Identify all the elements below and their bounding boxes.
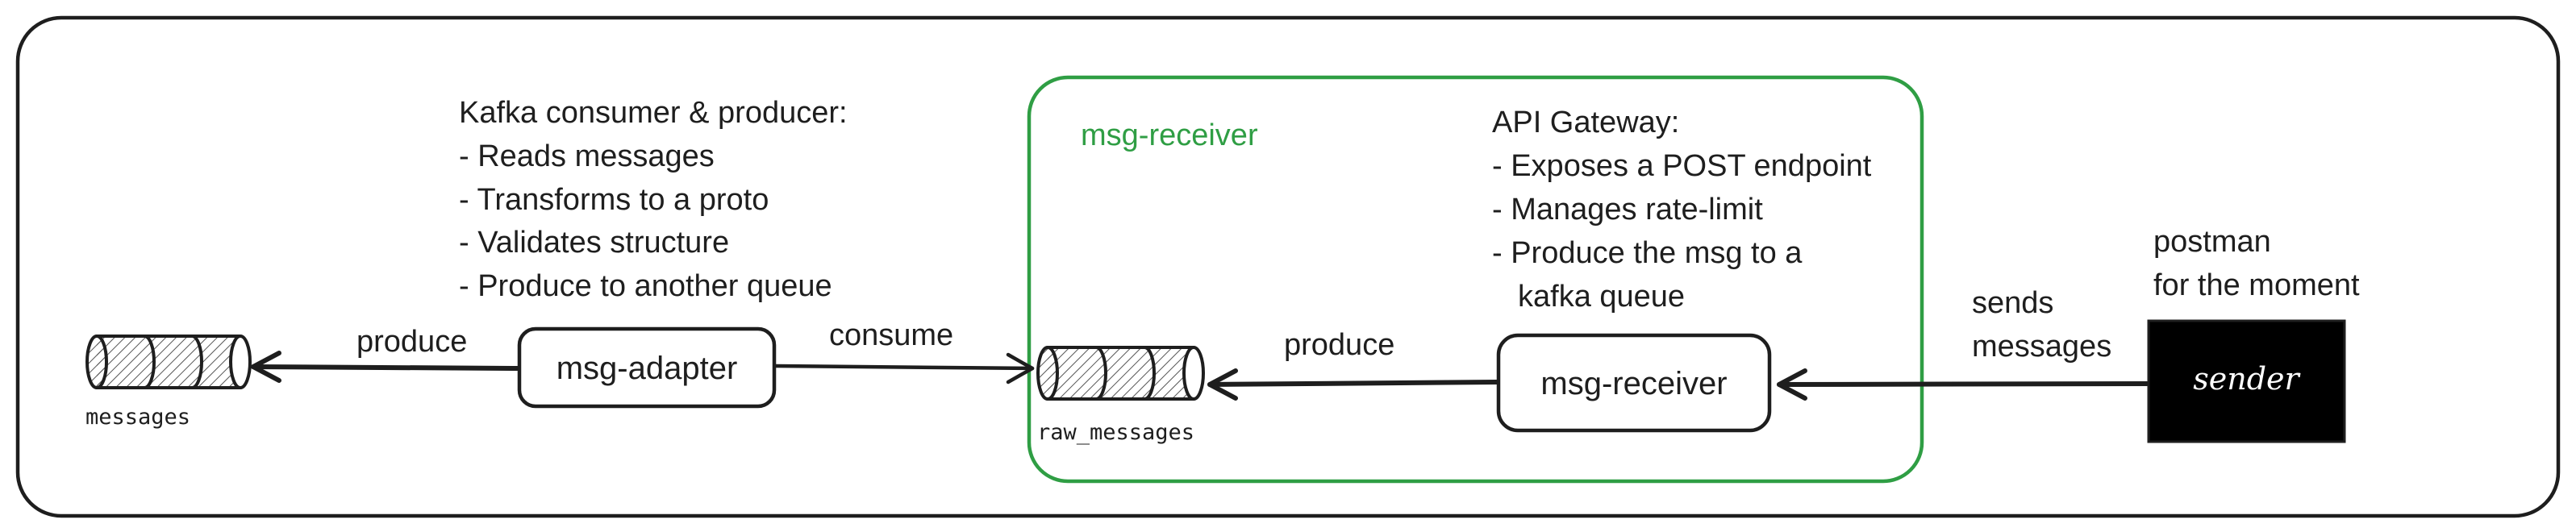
arrow-line (773, 364, 1035, 371)
raw-messages-queue-body (1048, 347, 1194, 399)
edge-label: sends (1972, 286, 2053, 320)
adapter-note-line: Kafka consumer & producer: (459, 96, 848, 130)
msg-adapter-label: msg-adapter (556, 351, 738, 386)
messages-queue-left-cap (85, 335, 108, 389)
edge-label: messages (1972, 330, 2111, 364)
messages-queue-ring (143, 335, 156, 389)
msg-receiver-group (1027, 75, 1924, 484)
messages-queue-label: messages (85, 405, 190, 430)
edge-label: produce (1284, 328, 1394, 362)
sender-node: sender (2147, 319, 2346, 443)
gateway-note-line: API Gateway: (1492, 106, 1679, 139)
gateway-note-line: - Exposes a POST endpoint (1492, 149, 1872, 183)
raw-messages-queue-ring (1143, 346, 1156, 401)
edge-label: consume (829, 318, 953, 352)
adapter-note-line: - Validates structure (459, 226, 729, 260)
group-title: msg-receiver (1081, 118, 1258, 152)
raw-messages-queue-right-cap (1182, 346, 1205, 401)
arrow-line (251, 364, 520, 371)
sender-label: sender (2193, 361, 2301, 397)
adapter-note-line: - Reads messages (459, 139, 715, 173)
messages-queue-right-cap (229, 335, 252, 389)
postman-note-line: postman (2153, 225, 2271, 259)
postman-note-line: for the moment (2153, 268, 2360, 302)
adapter-note-line: - Produce to another queue (459, 269, 832, 303)
arrow-head (1207, 368, 1238, 401)
sender-to-receiver-arrow: sends messages (1777, 286, 2149, 401)
sender-box (2147, 319, 2346, 443)
adapter-to-messages-arrow: produce (251, 325, 520, 383)
msg-adapter-node: msg-adapter (517, 326, 777, 409)
gateway-note-line: - Manages rate-limit (1492, 193, 1763, 227)
postman-note: postman for the moment (2153, 225, 2360, 302)
arrow-line (1207, 380, 1499, 387)
messages-queue-ring (190, 335, 203, 389)
adapter-note: Kafka consumer & producer: - Reads messa… (459, 96, 848, 303)
gateway-note-line: - Produce the msg to a (1492, 236, 1803, 270)
adapter-to-raw-arrow: consume (773, 318, 1035, 384)
raw-messages-queue-left-cap (1036, 346, 1059, 401)
arrow-head (251, 351, 281, 383)
edge-label: produce (356, 325, 467, 359)
outer-frame (15, 15, 2561, 518)
msg-receiver-label: msg-receiver (1540, 366, 1727, 401)
raw-messages-queue: raw_messages (1036, 346, 1205, 445)
raw-messages-queue-ring (1094, 346, 1107, 401)
msg-receiver-node: msg-receiver (1496, 333, 1772, 433)
raw-messages-queue-label: raw_messages (1037, 420, 1194, 445)
adapter-note-line: - Transforms to a proto (459, 183, 769, 217)
messages-queue: messages (85, 335, 252, 430)
arrow-head (1006, 352, 1035, 384)
arrow-head (1777, 368, 1807, 401)
gateway-note: API Gateway: - Exposes a POST endpoint -… (1492, 106, 1872, 314)
receiver-to-raw-arrow: produce (1207, 328, 1499, 401)
messages-queue-body (97, 336, 240, 388)
gateway-note-line: kafka queue (1518, 280, 1685, 314)
